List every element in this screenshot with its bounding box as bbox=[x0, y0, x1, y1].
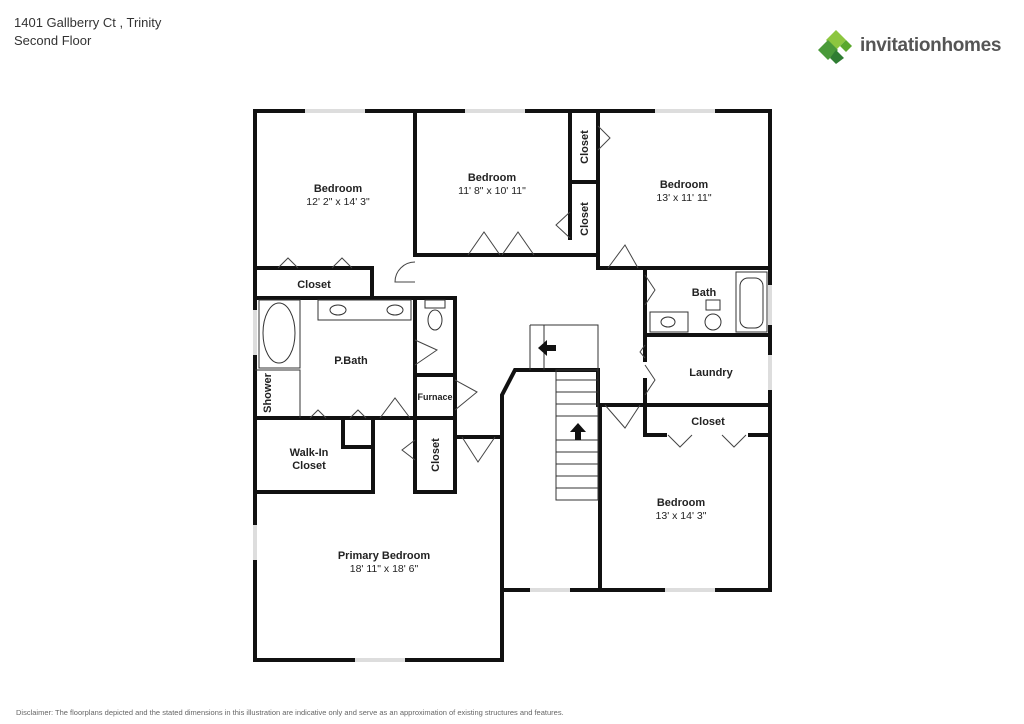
room-label-closet-n2: Closet bbox=[579, 202, 591, 236]
brand-name: invitationhomes bbox=[860, 35, 1002, 56]
disclaimer-text: Disclaimer: The floorplans depicted and … bbox=[16, 708, 564, 717]
shower-divider bbox=[255, 369, 301, 418]
room-label-bedroom-ne: Bedroom bbox=[660, 179, 709, 191]
room-label-walkin-line2: Closet bbox=[292, 460, 326, 472]
stairs-up-arrow-icon bbox=[570, 423, 586, 440]
room-label-pbath: P.Bath bbox=[334, 355, 368, 367]
room-label-shower: Shower bbox=[262, 372, 274, 412]
room-dims-bedroom-nw: 12' 2" x 14' 3" bbox=[306, 196, 370, 208]
property-address: 1401 Gallberry Ct , Trinity bbox=[14, 15, 162, 30]
interior-walls bbox=[253, 109, 772, 592]
room-label-closet-nw: Closet bbox=[297, 279, 331, 291]
windows bbox=[253, 109, 772, 662]
room-label-bedroom-n: Bedroom bbox=[468, 172, 517, 184]
room-dims-bedroom-n: 11' 8" x 10' 11" bbox=[458, 185, 526, 197]
door-swings bbox=[277, 125, 747, 463]
room-label-bedroom-se: Bedroom bbox=[657, 497, 706, 509]
brand-logo: invitationhomes bbox=[818, 28, 1001, 64]
room-label-closet-n1: Closet bbox=[579, 130, 591, 164]
room-label-walkin-line1: Walk-In bbox=[290, 447, 329, 459]
room-label-furnace: Furnace bbox=[417, 392, 452, 402]
room-label-closet-e: Closet bbox=[691, 416, 725, 428]
fixtures bbox=[258, 271, 768, 369]
room-label-bath: Bath bbox=[692, 287, 717, 299]
room-dims-primary: 18' 11" x 18' 6" bbox=[350, 563, 419, 575]
stairs-left-arrow-icon bbox=[538, 340, 556, 356]
brand-mark-icon bbox=[818, 30, 852, 64]
room-label-bedroom-nw: Bedroom bbox=[314, 183, 363, 195]
staircase bbox=[529, 324, 599, 501]
room-label-laundry: Laundry bbox=[689, 367, 733, 379]
room-label-closet-mid: Closet bbox=[430, 438, 442, 472]
floor-label: Second Floor bbox=[14, 33, 92, 48]
room-dims-bedroom-se: 13' x 14' 3" bbox=[656, 510, 707, 522]
room-label-primary: Primary Bedroom bbox=[338, 550, 431, 562]
room-dims-bedroom-ne: 13' x 11' 11" bbox=[656, 192, 711, 204]
